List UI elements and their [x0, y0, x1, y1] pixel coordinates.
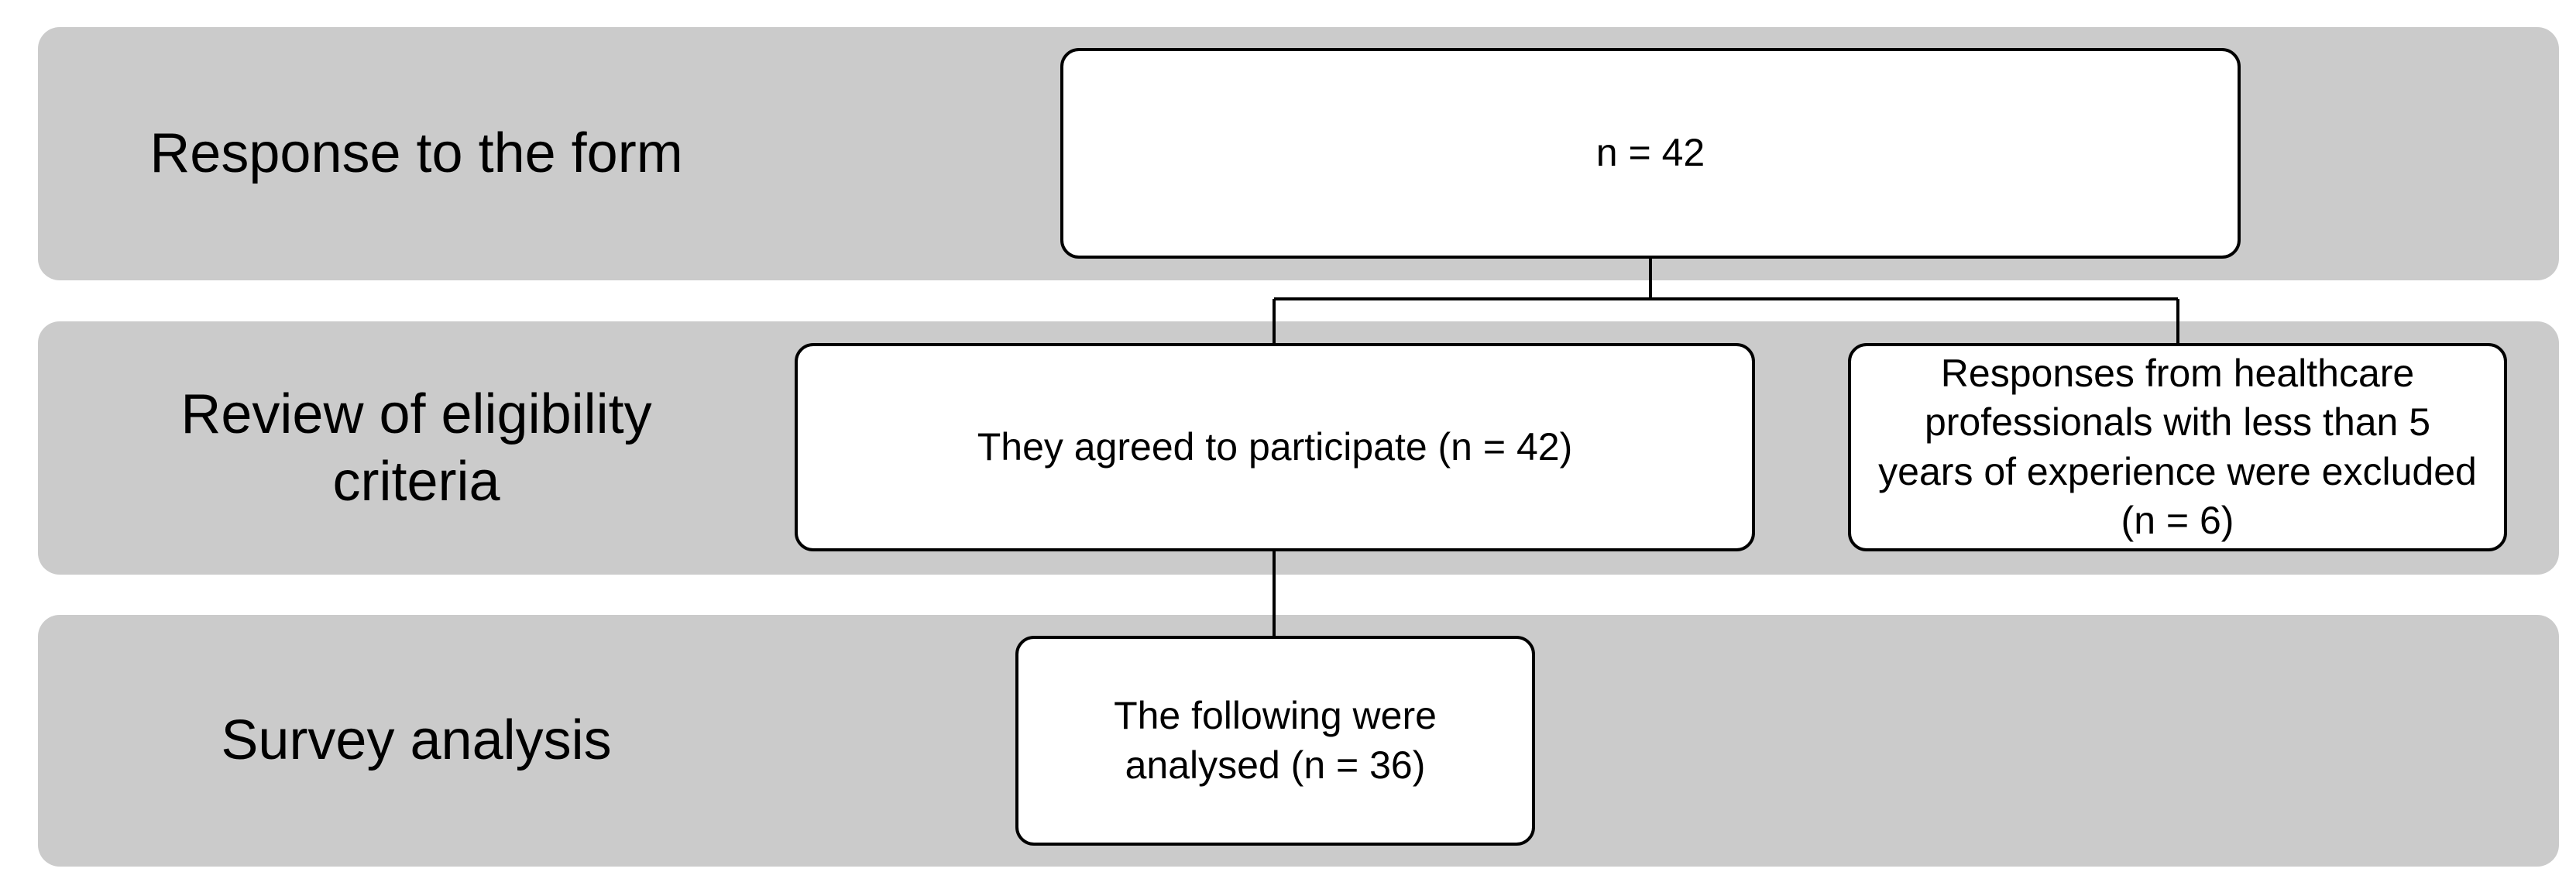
stage-label-eligibility: Review of eligibility criteria [180, 383, 652, 513]
box-excluded: Responses from healthcare professionals … [1848, 343, 2507, 551]
box-responses: n = 42 [1060, 48, 2241, 259]
stage-label-analysis: Survey analysis [221, 709, 612, 772]
box-agreed: They agreed to participate (n = 42) [795, 343, 1755, 551]
stage-label-response: Response to the form [149, 122, 683, 185]
box-analysed: The following were analysed (n = 36) [1015, 636, 1535, 846]
